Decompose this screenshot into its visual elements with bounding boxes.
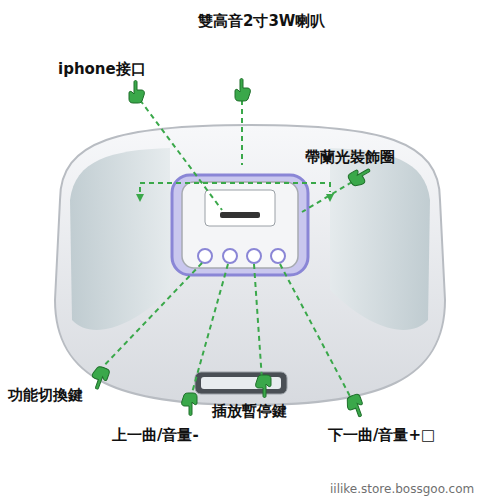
pointing-hands: [88, 79, 374, 420]
display-window: [195, 372, 287, 394]
left-speaker: [70, 148, 170, 330]
watermark: iilike.store.bossgoo.com: [330, 482, 474, 496]
callout-label: iphone接口: [58, 60, 146, 78]
dock-body: [55, 125, 445, 405]
leader-lines: [98, 100, 352, 400]
blue-ring: [172, 175, 308, 275]
callout-label: 下一曲/音量+□: [328, 426, 435, 444]
dock-well: [205, 190, 275, 226]
callout-label: 功能切換鍵: [8, 386, 83, 404]
button: [223, 249, 237, 263]
iphone-connector: [220, 212, 260, 218]
callout-label: 雙高音2寸3W喇叭: [198, 12, 325, 30]
button: [247, 249, 261, 263]
callout-label: 插放暫停鍵: [212, 402, 287, 420]
arrowheads: [136, 194, 334, 202]
callout-label: 帶蘭光裝飾圈: [305, 148, 395, 166]
button: [271, 249, 285, 263]
button: [198, 249, 212, 263]
dock-cradle: [182, 182, 298, 268]
callout-label: 上一曲/音量-: [112, 426, 199, 444]
right-speaker: [330, 148, 430, 330]
